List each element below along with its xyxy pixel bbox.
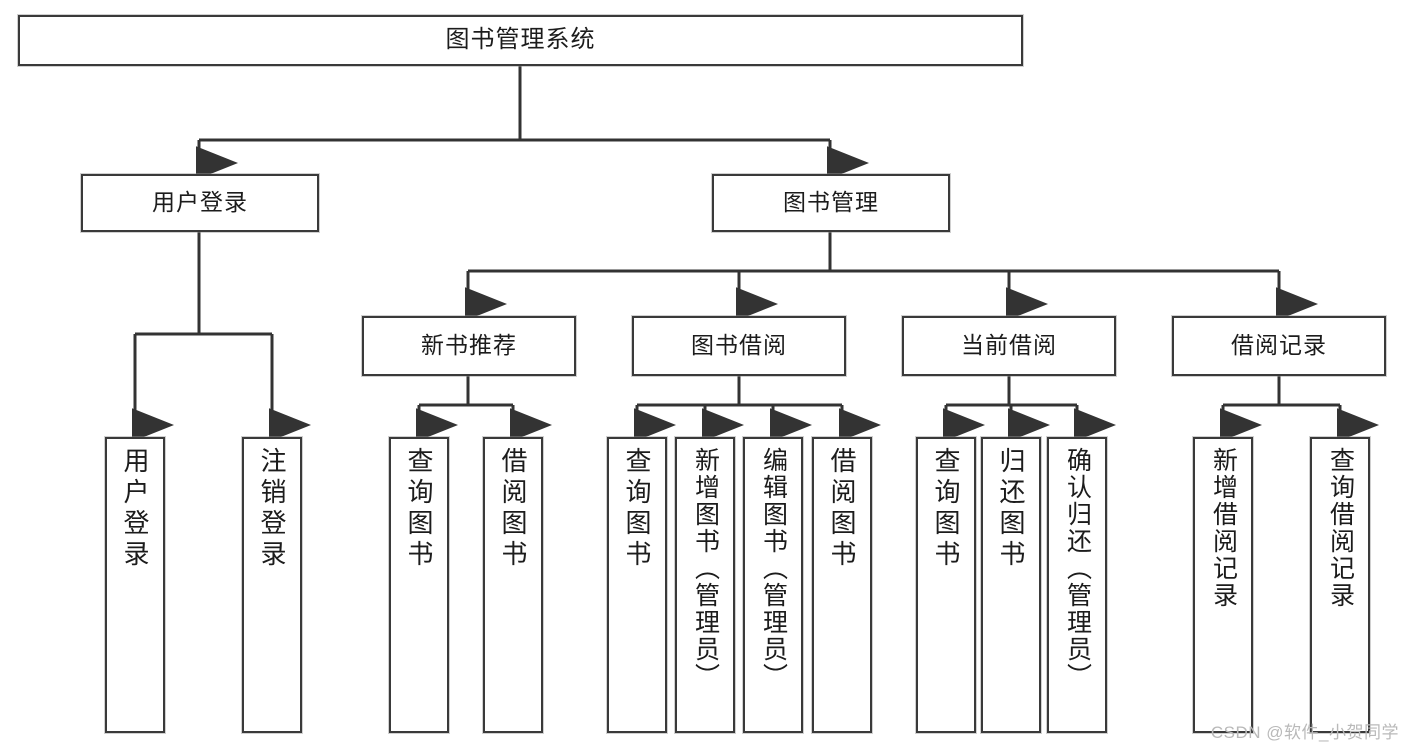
node-label: 新书推荐 [421,332,517,359]
node-label: 用户登录 [120,447,150,571]
leaf-current-borrow-return[interactable]: 归还图书 [981,437,1041,733]
watermark-text: CSDN @软件_小贺同学 [1210,723,1399,742]
node-label: 查询图书 [931,447,961,571]
node-label: 当前借阅 [961,332,1057,359]
node-label: 借阅记录 [1231,332,1327,359]
leaf-book-borrow-borrow[interactable]: 借阅图书 [812,437,872,733]
leaf-current-borrow-confirm-return[interactable]: 确认归还（管理员） [1047,437,1107,733]
node-label: 编辑图书（管理员） [759,447,788,690]
node-current-borrow[interactable]: 当前借阅 [902,316,1116,376]
node-label: 图书管理系统 [445,26,596,54]
node-label: 查询图书 [622,447,652,571]
leaf-borrow-record-add[interactable]: 新增借阅记录 [1193,437,1253,733]
leaf-book-borrow-query[interactable]: 查询图书 [607,437,667,733]
node-label: 新增图书（管理员） [691,447,720,690]
node-user-login[interactable]: 用户登录 [81,174,319,232]
node-label: 用户登录 [152,189,248,216]
node-label: 注销登录 [257,447,287,571]
leaf-borrow-record-query[interactable]: 查询借阅记录 [1310,437,1370,733]
node-label: 查询借阅记录 [1326,447,1355,609]
leaf-user-login-logout[interactable]: 注销登录 [242,437,302,733]
node-label: 新增借阅记录 [1209,447,1238,609]
leaf-current-borrow-query[interactable]: 查询图书 [916,437,976,733]
node-book-management[interactable]: 图书管理 [712,174,950,232]
node-label: 借阅图书 [498,447,528,571]
leaf-book-borrow-edit[interactable]: 编辑图书（管理员） [743,437,803,733]
leaf-new-book-borrow[interactable]: 借阅图书 [483,437,543,733]
leaf-new-book-query[interactable]: 查询图书 [389,437,449,733]
node-label: 图书借阅 [691,332,787,359]
leaf-user-login-login[interactable]: 用户登录 [105,437,165,733]
node-borrow-record[interactable]: 借阅记录 [1172,316,1386,376]
node-new-book-recommend[interactable]: 新书推荐 [362,316,576,376]
node-label: 查询图书 [404,447,434,571]
node-label: 借阅图书 [827,447,857,571]
node-label: 图书管理 [783,189,879,216]
node-label: 归还图书 [996,447,1026,571]
node-label: 确认归还（管理员） [1063,447,1092,690]
leaf-book-borrow-add[interactable]: 新增图书（管理员） [675,437,735,733]
node-root-book-management-system[interactable]: 图书管理系统 [18,15,1023,66]
node-book-borrow[interactable]: 图书借阅 [632,316,846,376]
